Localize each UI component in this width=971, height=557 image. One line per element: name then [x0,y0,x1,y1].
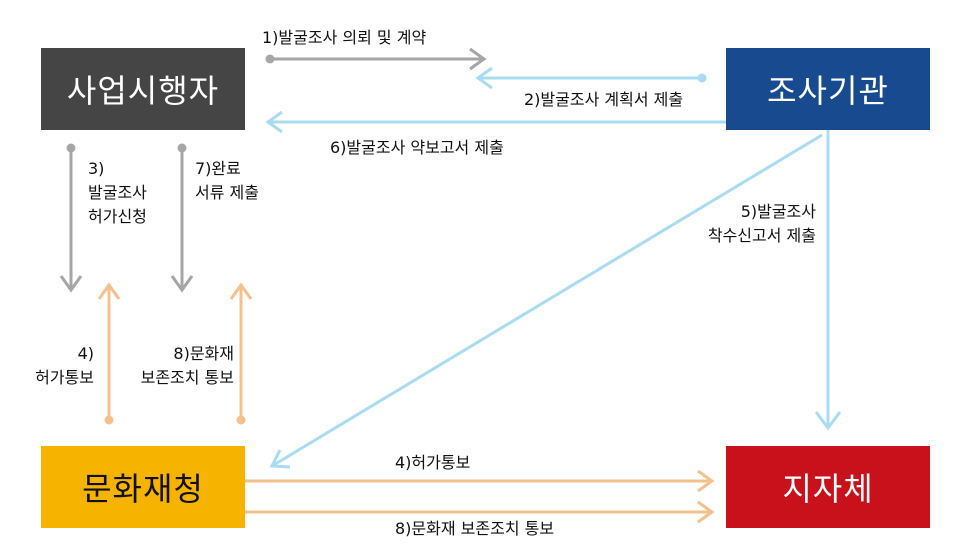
edge-6-label: 6)발굴조사 약보고서 제출 [330,138,504,157]
node-cha-label: 문화재청 [82,470,204,508]
edge-7-label: 7)완료 서류 제출 [195,159,259,202]
arrow-2-plan-submit [475,66,702,90]
node-agency-label: 조사기관 [767,72,889,110]
edge-3-label: 3) 발굴조사 허가신청 [88,159,147,226]
arrow-5-start-report [814,130,842,431]
arrow-1-start-dot [265,54,275,64]
node-cultural-heritage-admin: 문화재청 [41,446,245,528]
arrow-3-permit-request [59,148,83,293]
node-applicant: 사업시행자 [41,48,245,130]
arrow-1-contract-request [270,47,487,71]
arrow-7-completion-docs [170,148,194,293]
arrow-3-start-dot [66,143,76,153]
edge-2-label: 2)발굴조사 계획서 제출 [524,90,684,109]
arrow-6-report-submit [265,110,726,134]
arrow-4-permit-notice-up [97,282,121,420]
arrow-8-preservation-notice-right [245,500,715,524]
arrow-2-start-dot [697,73,707,83]
edge-1-label: 1)발굴조사 의뢰 및 계약 [262,28,427,47]
node-local-government: 지자체 [726,446,930,528]
edge-4-horizontal-label: 4)허가통보 [395,453,471,472]
node-agency: 조사기관 [726,48,930,130]
arrow-8-start-dot [236,415,246,425]
arrow-5-diagonal [269,133,823,469]
arrow-4-start-dot [104,415,114,425]
node-applicant-label: 사업시행자 [66,72,220,110]
edge-4-vertical-label: 4) 허가통보 [35,344,94,387]
arrow-4-permit-notice-right [245,469,715,493]
edge-8-horizontal-label: 8)문화재 보존조치 통보 [395,519,555,538]
node-local-label: 지자체 [782,470,874,508]
edge-8-vertical-label: 8)문화재 보존조치 통보 [140,344,234,387]
arrow-8-preservation-notice-up [229,282,253,420]
arrow-7-start-dot [177,143,187,153]
edge-5-label: 5)발굴조사 착수신고서 제출 [707,202,816,245]
